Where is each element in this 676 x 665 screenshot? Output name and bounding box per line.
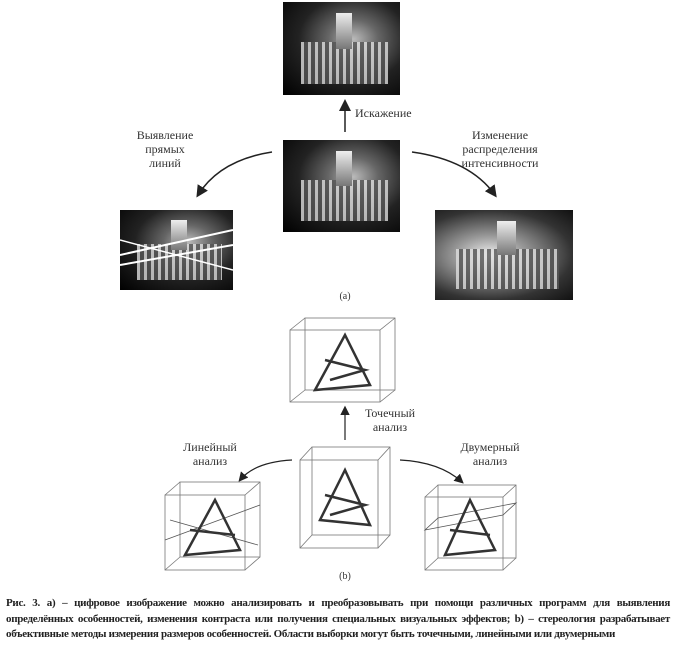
arrow-right-a bbox=[411, 151, 497, 198]
label-line: Выявление bbox=[136, 128, 194, 142]
cube-point-analysis bbox=[289, 317, 396, 403]
figure-caption: Рис. 3. а) – цифровое изображение можно … bbox=[6, 597, 670, 640]
label-line: интенсивности bbox=[461, 156, 539, 170]
label-line: анализ bbox=[472, 454, 508, 468]
distorted-photo bbox=[283, 2, 400, 95]
panel-a-label: (a) bbox=[339, 291, 351, 302]
label-line: анализ bbox=[372, 420, 408, 434]
label-line: прямых bbox=[145, 142, 185, 156]
cube-center bbox=[299, 446, 391, 549]
cube-areal-analysis bbox=[423, 484, 518, 571]
label-line: линий bbox=[149, 156, 181, 170]
label-line: Двумерный bbox=[460, 440, 520, 454]
label-line: распределения bbox=[462, 142, 538, 156]
intensity-photo bbox=[435, 210, 573, 300]
label-line: анализ bbox=[192, 454, 228, 468]
label-distortion: Искажение bbox=[355, 106, 412, 120]
arrow-left-b bbox=[238, 459, 293, 482]
panel-b-label: (b) bbox=[339, 571, 351, 582]
label-line: Изменение bbox=[471, 128, 529, 142]
cube-linear-analysis bbox=[164, 481, 261, 571]
line-detection-photo bbox=[120, 210, 233, 290]
arrow-right-b bbox=[399, 459, 464, 484]
original-photo bbox=[283, 140, 400, 232]
label-line: Точечный bbox=[364, 406, 416, 420]
label-line: Линейный bbox=[183, 440, 237, 454]
arrow-left-a bbox=[196, 151, 273, 198]
